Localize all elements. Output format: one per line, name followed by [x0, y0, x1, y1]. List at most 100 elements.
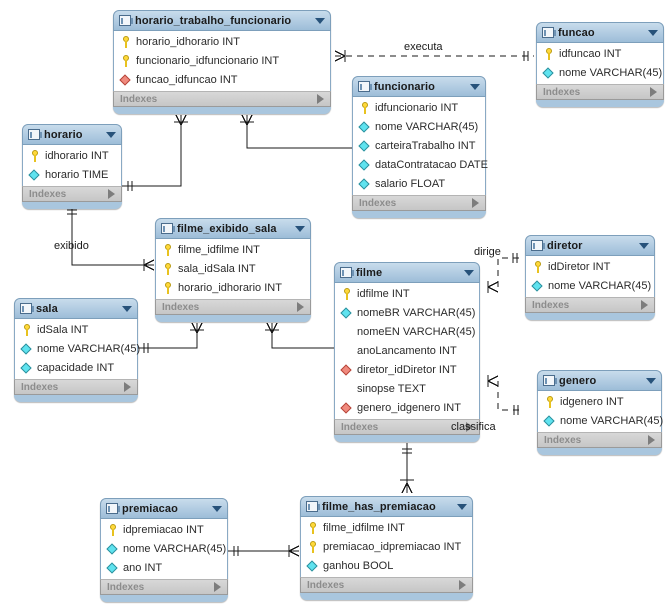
- indexes-section-funcao[interactable]: Indexes: [536, 84, 664, 100]
- indexes-section-premiacao[interactable]: Indexes: [100, 579, 228, 595]
- column-row[interactable]: diretor_idDiretor INT: [335, 360, 479, 379]
- column-row[interactable]: dataContratacao DATE: [353, 155, 488, 174]
- column-row[interactable]: idDiretor INT: [526, 257, 654, 276]
- column-row[interactable]: horario TIME: [23, 165, 121, 184]
- expand-arrow-icon[interactable]: [108, 189, 115, 199]
- column-row[interactable]: anoLancamento INT: [335, 341, 479, 360]
- table-horario_trabalho_funcionario[interactable]: horario_trabalho_funcionario horario_idho…: [113, 10, 331, 114]
- indexes-section-genero[interactable]: Indexes: [537, 432, 662, 448]
- table-title: horario: [44, 128, 83, 141]
- expand-arrow-icon[interactable]: [650, 87, 657, 97]
- expand-arrow-icon[interactable]: [317, 94, 324, 104]
- column-row[interactable]: funcionario_idfuncionario INT: [114, 51, 330, 70]
- column-label: horario_idhorario INT: [178, 281, 282, 294]
- chevron-down-icon[interactable]: [464, 269, 474, 276]
- table-header-filme[interactable]: filme: [334, 262, 480, 283]
- column-row[interactable]: nome VARCHAR(45): [526, 276, 654, 295]
- expand-arrow-icon[interactable]: [472, 198, 479, 208]
- chevron-down-icon[interactable]: [639, 242, 649, 249]
- indexes-section-horario[interactable]: Indexes: [22, 186, 122, 202]
- column-row[interactable]: idfuncao INT: [537, 44, 663, 63]
- chevron-down-icon[interactable]: [295, 225, 305, 232]
- table-header-horario[interactable]: horario: [22, 124, 122, 145]
- relationship-label-executa[interactable]: executa: [404, 41, 443, 53]
- chevron-down-icon[interactable]: [122, 305, 132, 312]
- column-row[interactable]: sala_idSala INT: [156, 259, 310, 278]
- table-header-funcionario[interactable]: funcionario: [352, 76, 486, 97]
- column-row[interactable]: carteiraTrabalho INT: [353, 136, 485, 155]
- column-row[interactable]: idfuncionario INT: [353, 98, 485, 117]
- chevron-down-icon[interactable]: [457, 503, 467, 510]
- chevron-down-icon[interactable]: [648, 29, 658, 36]
- chevron-down-icon[interactable]: [315, 17, 325, 24]
- indexes-section-diretor[interactable]: Indexes: [525, 297, 655, 313]
- column-row[interactable]: ganhou BOOL: [301, 556, 472, 575]
- indexes-section-filme_has_premiacao[interactable]: Indexes: [300, 577, 473, 593]
- indexes-section-funcionario[interactable]: Indexes: [352, 195, 486, 211]
- column-row[interactable]: nome VARCHAR(45): [15, 339, 140, 358]
- table-header-horario_trabalho_funcionario[interactable]: horario_trabalho_funcionario: [113, 10, 331, 31]
- chevron-down-icon[interactable]: [212, 505, 222, 512]
- table-header-premiacao[interactable]: premiacao: [100, 498, 228, 519]
- column-row[interactable]: idhorario INT: [23, 146, 121, 165]
- column-row[interactable]: idSala INT: [15, 320, 137, 339]
- column-row[interactable]: nome VARCHAR(45): [101, 539, 227, 558]
- table-header-diretor[interactable]: diretor: [525, 235, 655, 256]
- table-header-genero[interactable]: genero: [537, 370, 662, 391]
- table-header-funcao[interactable]: funcao: [536, 22, 664, 43]
- relationship-label-dirige[interactable]: dirige: [474, 246, 501, 258]
- column-row[interactable]: salario FLOAT: [353, 174, 485, 193]
- column-row[interactable]: idfilme INT: [335, 284, 479, 303]
- column-row[interactable]: sinopse TEXT: [335, 379, 479, 398]
- table-header-filme_exibido_sala[interactable]: filme_exibido_sala: [155, 218, 311, 239]
- expand-arrow-icon[interactable]: [297, 302, 304, 312]
- relationship-label-classifica[interactable]: classifica: [451, 421, 496, 433]
- indexes-section-filme[interactable]: Indexes: [334, 419, 480, 435]
- table-header-sala[interactable]: sala: [14, 298, 138, 319]
- column-row[interactable]: horario_idhorario INT: [114, 32, 330, 51]
- indexes-section-sala[interactable]: Indexes: [14, 379, 138, 395]
- indexes-section-horario_trabalho_funcionario[interactable]: Indexes: [113, 91, 331, 107]
- column-row[interactable]: premiacao_idpremiacao INT: [301, 537, 472, 556]
- expand-arrow-icon[interactable]: [124, 382, 131, 392]
- column-row[interactable]: nomeBR VARCHAR(45): [335, 303, 479, 322]
- column-row[interactable]: ano INT: [101, 558, 227, 577]
- expand-arrow-icon[interactable]: [466, 422, 473, 432]
- chevron-down-icon[interactable]: [106, 131, 116, 138]
- chevron-down-icon[interactable]: [646, 377, 656, 384]
- expand-arrow-icon[interactable]: [641, 300, 648, 310]
- indexes-section-filme_exibido_sala[interactable]: Indexes: [155, 299, 311, 315]
- column-row[interactable]: filme_idfilme INT: [301, 518, 472, 537]
- chevron-down-icon[interactable]: [470, 83, 480, 90]
- expand-arrow-icon[interactable]: [648, 435, 655, 445]
- expand-arrow-icon[interactable]: [214, 582, 221, 592]
- column-row[interactable]: capacidade INT: [15, 358, 137, 377]
- column-diamond-icon: [359, 140, 370, 152]
- column-row[interactable]: nomeEN VARCHAR(45): [335, 322, 479, 341]
- column-row[interactable]: horario_idhorario INT: [156, 278, 310, 297]
- table-icon: [106, 503, 120, 514]
- column-row[interactable]: genero_idgenero INT: [335, 398, 479, 417]
- table-header-filme_has_premiacao[interactable]: filme_has_premiacao: [300, 496, 473, 517]
- column-row[interactable]: idgenero INT: [538, 392, 661, 411]
- table-title: horario_trabalho_funcionario: [135, 14, 292, 27]
- column-row[interactable]: idpremiacao INT: [101, 520, 227, 539]
- expand-arrow-icon[interactable]: [459, 580, 466, 590]
- column-row[interactable]: nome VARCHAR(45): [537, 63, 663, 82]
- column-row[interactable]: filme_idfilme INT: [156, 240, 310, 259]
- column-row[interactable]: funcao_idfuncao INT: [114, 70, 330, 89]
- column-row[interactable]: nome VARCHAR(45): [353, 117, 485, 136]
- column-row[interactable]: nome VARCHAR(45): [538, 411, 663, 430]
- relationship-label-exibido[interactable]: exibido: [54, 240, 89, 252]
